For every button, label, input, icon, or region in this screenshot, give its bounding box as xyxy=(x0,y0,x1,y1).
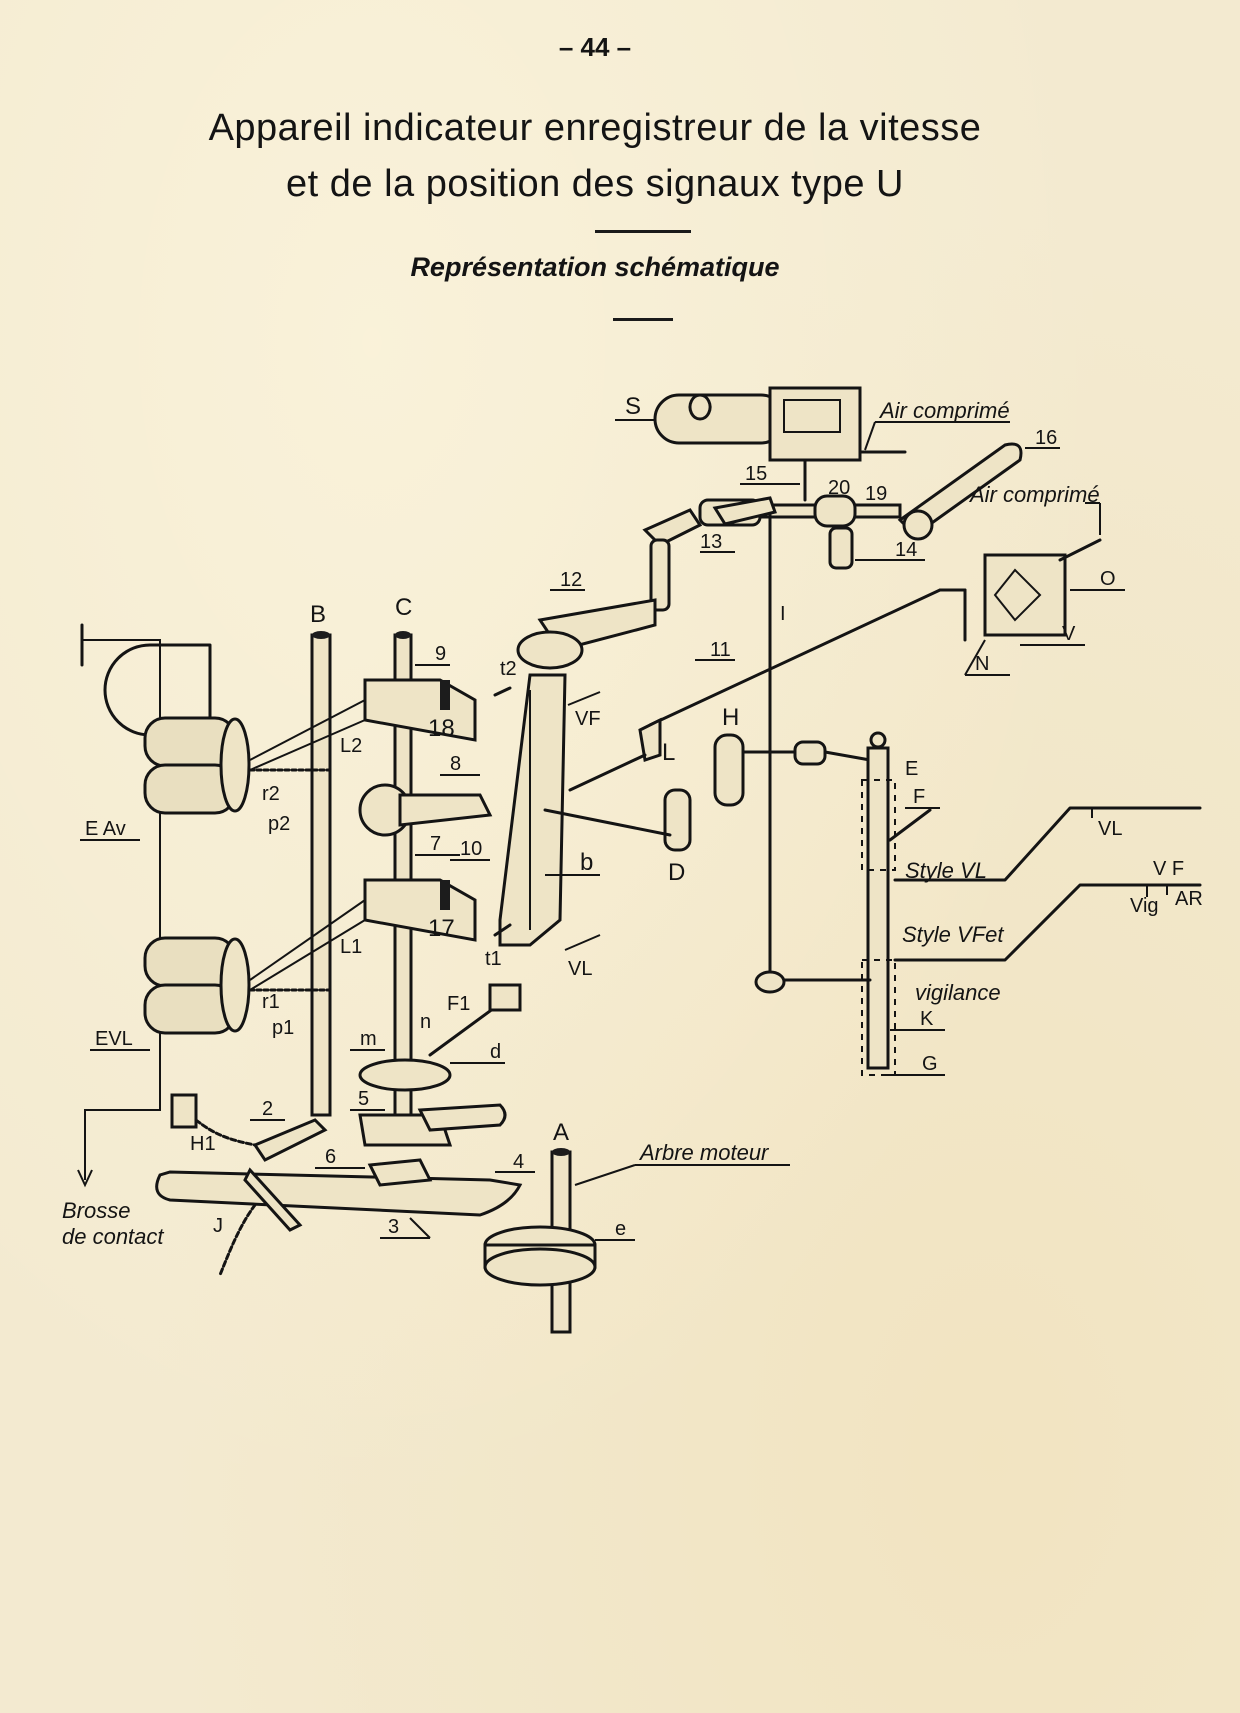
label-16: 16 xyxy=(1035,427,1057,449)
label-e-disc: e xyxy=(615,1218,626,1240)
label-e-vl: EVL xyxy=(95,1028,133,1050)
label-f1: F1 xyxy=(447,993,470,1015)
chart-label-vl: VL xyxy=(1098,818,1122,840)
label-17: 17 xyxy=(428,915,455,942)
label-12: 12 xyxy=(560,569,582,591)
page-subtitle: Représentation schématique xyxy=(410,252,780,282)
label-e-av: E Av xyxy=(85,818,126,840)
lever-13 xyxy=(642,496,777,612)
label-20: 20 xyxy=(828,477,850,499)
label-19: 19 xyxy=(865,483,887,505)
label-air-comprime-right: Air comprimé xyxy=(968,482,1100,507)
label-vigilance: vigilance xyxy=(915,980,1001,1005)
block-17 xyxy=(363,878,477,942)
label-r2: r2 xyxy=(262,783,280,805)
block-18 xyxy=(363,678,477,742)
label-d-small: d xyxy=(490,1041,501,1063)
label-style-vfet: Style VFet xyxy=(902,922,1004,947)
label-t2: t2 xyxy=(500,658,517,680)
page-title: Appareil indicateur enregistreur de la v… xyxy=(0,100,1190,212)
label-p2: p2 xyxy=(268,813,290,835)
title-line-2: et de la position des signaux type U xyxy=(286,163,904,205)
pawl-l xyxy=(568,717,662,792)
label-n-small: n xyxy=(420,1011,431,1033)
label-15: 15 xyxy=(745,463,767,485)
label-t1: t1 xyxy=(485,948,502,970)
label-b: b xyxy=(580,849,593,876)
label-e: E xyxy=(905,758,918,780)
label-l: L xyxy=(662,739,675,766)
label-h1: H1 xyxy=(190,1133,216,1155)
gear-5 xyxy=(358,1103,507,1147)
chart-label-vf: V F xyxy=(1153,858,1184,880)
label-2: 2 xyxy=(262,1098,273,1120)
page-number: – 44 – xyxy=(558,32,632,62)
solenoid-e-vl xyxy=(143,936,251,1035)
label-18: 18 xyxy=(428,715,455,742)
label-air-comprime-top: Air comprimé xyxy=(878,398,1010,423)
label-o: O xyxy=(1100,568,1116,590)
label-vl-arrow: VL xyxy=(568,958,592,980)
label-l2: L2 xyxy=(340,735,362,757)
label-style-vl: Style VL xyxy=(905,858,987,883)
solenoid-e-av xyxy=(103,643,251,815)
label-v: V xyxy=(1062,623,1076,645)
label-a: A xyxy=(553,1119,569,1146)
cam-7-8 xyxy=(358,783,493,837)
label-4: 4 xyxy=(513,1151,524,1173)
label-l1: L1 xyxy=(340,936,362,958)
label-de-contact: de contact xyxy=(62,1224,164,1249)
label-n: N xyxy=(975,653,989,675)
lever-16 xyxy=(897,442,1023,541)
label-brosse: Brosse xyxy=(62,1198,130,1223)
label-p1: p1 xyxy=(272,1017,294,1039)
chart-label-vig: Vig xyxy=(1130,895,1159,917)
lever-12 xyxy=(516,598,657,670)
label-f: F xyxy=(913,786,925,808)
chart-label-ar: AR xyxy=(1175,888,1203,910)
motor-shaft-a xyxy=(483,1148,597,1334)
shaft-b xyxy=(310,631,332,1117)
label-7: 7 xyxy=(430,833,441,855)
label-arbre-moteur: Arbre moteur xyxy=(638,1140,770,1165)
lever-d xyxy=(543,788,692,852)
label-g: G xyxy=(922,1053,938,1075)
cam-d xyxy=(358,983,522,1092)
label-vf-arrow: VF xyxy=(575,708,601,730)
valve-o xyxy=(938,538,1102,642)
label-3: 3 xyxy=(388,1216,399,1238)
title-line-1: Appareil indicateur enregistreur de la v… xyxy=(208,107,982,149)
label-m: m xyxy=(360,1028,377,1050)
label-j: J xyxy=(213,1215,223,1237)
label-14: 14 xyxy=(895,539,917,561)
label-h: H xyxy=(722,704,739,731)
label-13: 13 xyxy=(700,531,722,553)
label-s: S xyxy=(625,393,641,420)
label-11: 11 xyxy=(710,639,731,661)
lever-2 xyxy=(170,1093,328,1162)
column-b xyxy=(498,673,567,947)
label-r1: r1 xyxy=(262,991,280,1013)
label-c-shaft: C xyxy=(395,594,412,621)
label-k: K xyxy=(920,1008,934,1030)
base-lever-3 xyxy=(155,1158,523,1232)
label-d: D xyxy=(668,859,685,886)
label-i: I xyxy=(780,603,786,625)
lever-h xyxy=(713,733,872,807)
divider-rule xyxy=(595,230,691,233)
divider-rule xyxy=(613,318,673,321)
label-10: 10 xyxy=(460,838,482,860)
label-b-shaft: B xyxy=(310,601,326,628)
label-9: 9 xyxy=(435,643,446,665)
label-6: 6 xyxy=(325,1146,336,1168)
label-5: 5 xyxy=(358,1088,369,1110)
label-8: 8 xyxy=(450,753,461,775)
